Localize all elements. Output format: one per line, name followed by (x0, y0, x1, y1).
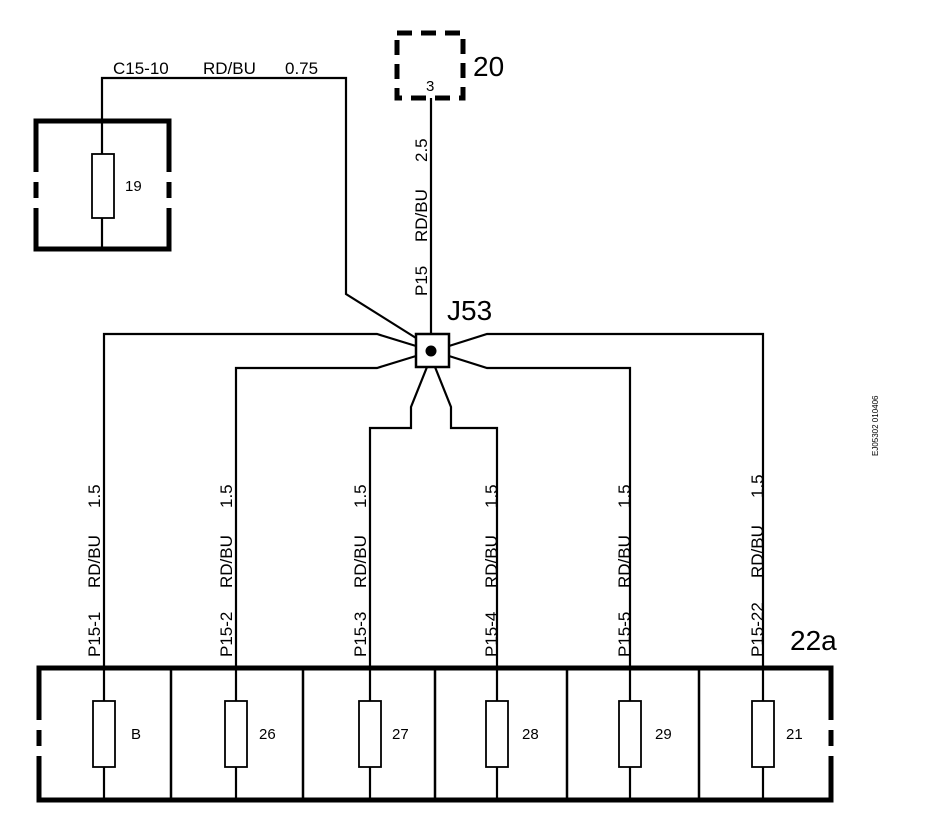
fuse-27-label: 27 (392, 726, 409, 743)
junction-j53: J53 (414, 295, 492, 369)
svg-text:RD/BU: RD/BU (217, 535, 236, 588)
svg-text:P15-3: P15-3 (351, 612, 370, 657)
svg-text:P15-4: P15-4 (482, 612, 501, 657)
fuse-21-label: 21 (786, 726, 803, 743)
svg-text:1.5: 1.5 (351, 484, 370, 508)
wire-p15-4 (433, 366, 499, 668)
fuse-19-element (91, 153, 115, 219)
svg-text:1.5: 1.5 (85, 484, 104, 508)
svg-text:1.5: 1.5 (217, 484, 236, 508)
svg-text:1.5: 1.5 (615, 484, 634, 508)
branch-label-3: P15-3 RD/BU 1.5 (351, 484, 370, 657)
fuse-19-label: 19 (125, 178, 142, 195)
fuse-21: 21 (751, 668, 803, 800)
wire-p15-1 (102, 332, 417, 668)
wire-c15-10 (100, 76, 417, 339)
svg-text:P15-1: P15-1 (85, 612, 104, 657)
junction-j53-node (425, 345, 437, 357)
wire-c15-10-color: RD/BU (203, 59, 256, 78)
fuse-27: 27 (358, 668, 409, 800)
wire-p15-3 (368, 366, 429, 668)
fuse-29-label: 29 (655, 726, 672, 743)
wire-c15-10-code: C15-10 (113, 59, 169, 78)
branch-label-4: P15-4 RD/BU 1.5 (482, 484, 501, 657)
fuse-box-22a: 22a B 26 27 28 29 21 (35, 625, 837, 803)
wire-p15-22 (448, 332, 765, 668)
svg-text:1.5: 1.5 (748, 474, 767, 498)
fuse-box-22a-label: 22a (790, 625, 837, 656)
svg-text:RD/BU: RD/BU (482, 535, 501, 588)
branch-label-22: P15-22 RD/BU 1.5 (748, 474, 767, 657)
branch-label-2: P15-2 RD/BU 1.5 (217, 484, 236, 657)
connector-20: 3 20 (394, 30, 504, 101)
fuse-26: 26 (224, 668, 276, 800)
branch-label-5: P15-5 RD/BU 1.5 (615, 484, 634, 657)
wire-p15-color: RD/BU (412, 189, 431, 242)
fuse-b-label: B (131, 726, 141, 743)
wire-p15-2 (234, 354, 417, 668)
fuse-19: 19 (32, 118, 173, 252)
fuse-28-label: 28 (522, 726, 539, 743)
svg-text:RD/BU: RD/BU (351, 535, 370, 588)
svg-text:P15-22: P15-22 (748, 602, 767, 657)
branch-label-1: P15-1 RD/BU 1.5 (85, 484, 104, 657)
connector-20-pin: 3 (426, 78, 434, 95)
svg-text:RD/BU: RD/BU (615, 535, 634, 588)
connector-20-outline (394, 30, 466, 101)
wire-p15-5 (448, 354, 632, 668)
fuse-b: B (92, 668, 141, 800)
connector-20-label: 20 (473, 51, 504, 82)
svg-text:P15-2: P15-2 (217, 612, 236, 657)
svg-text:RD/BU: RD/BU (85, 535, 104, 588)
junction-j53-label: J53 (447, 295, 492, 326)
fuse-26-label: 26 (259, 726, 276, 743)
fuse-28: 28 (485, 668, 539, 800)
wire-c15-10-size: 0.75 (285, 59, 318, 78)
wire-p15-code: P15 (412, 266, 431, 296)
fuse-29: 29 (618, 668, 672, 800)
svg-text:1.5: 1.5 (482, 484, 501, 508)
svg-text:RD/BU: RD/BU (748, 525, 767, 578)
wire-p15-size: 2.5 (412, 138, 431, 162)
svg-text:P15-5: P15-5 (615, 612, 634, 657)
figure-id: EJ05302 010406 (871, 395, 880, 456)
